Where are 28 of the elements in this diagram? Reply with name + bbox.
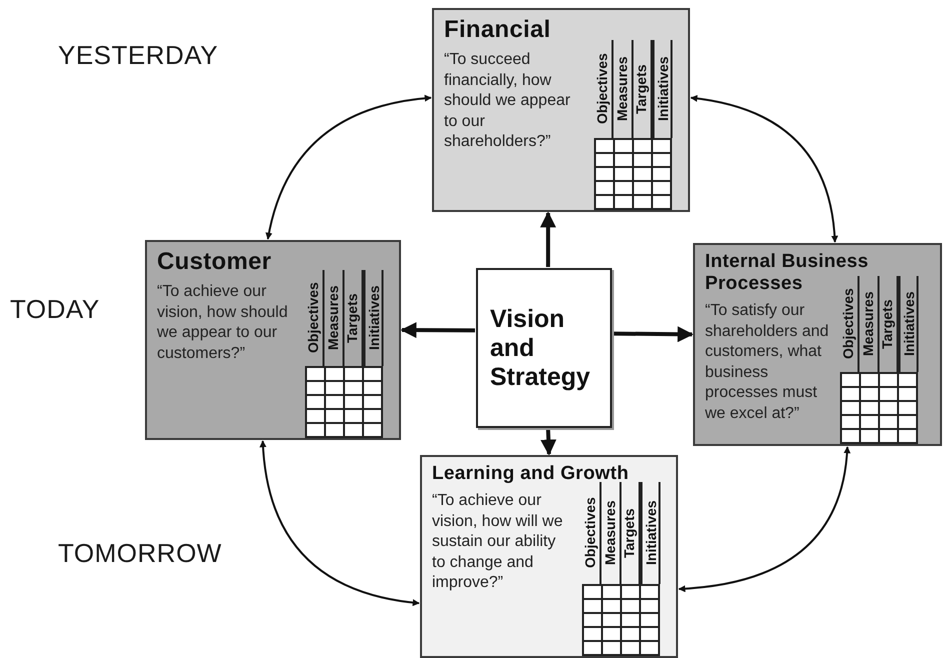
column-header: Initiatives (898, 276, 918, 372)
curved-double-arrow (690, 95, 838, 243)
curved-double-arrow (266, 94, 432, 240)
arrow (400, 322, 476, 338)
perspective-panel (432, 8, 690, 212)
perspective-panel (145, 240, 401, 440)
center-title: Vision and Strategy (490, 304, 592, 392)
column-header: Initiatives (640, 482, 660, 584)
arrow (540, 428, 556, 456)
panel-heading: Financial (444, 16, 552, 44)
curved-double-arrow (260, 440, 420, 606)
arrow (612, 326, 694, 342)
panel-heading: Customer (157, 248, 272, 276)
perspective-question: “To achieve our vision, how will we sustain our ability to change and improve?” (432, 491, 564, 593)
perspective-panel (420, 455, 678, 658)
perspective-panel (693, 243, 942, 446)
time-label: TODAY (10, 294, 100, 325)
time-label: YESTERDAY (58, 40, 218, 71)
perspective-question: “To satisfy our shareholders and customers, what business processes must we excel at?” (705, 301, 830, 424)
curved-double-arrow (678, 446, 850, 592)
center-box (476, 268, 612, 428)
perspective-question: “To succeed financially, how should we appear to our shareholders?” (444, 50, 572, 152)
time-label: TOMORROW (58, 538, 222, 569)
column-header: Initiatives (652, 40, 672, 138)
perspective-question: “To achieve our vision, how should we appear to our customers?” (157, 282, 289, 364)
column-header: Initiatives (364, 270, 383, 366)
arrow (540, 211, 556, 267)
panel-heading: Learning and Growth (432, 463, 630, 485)
